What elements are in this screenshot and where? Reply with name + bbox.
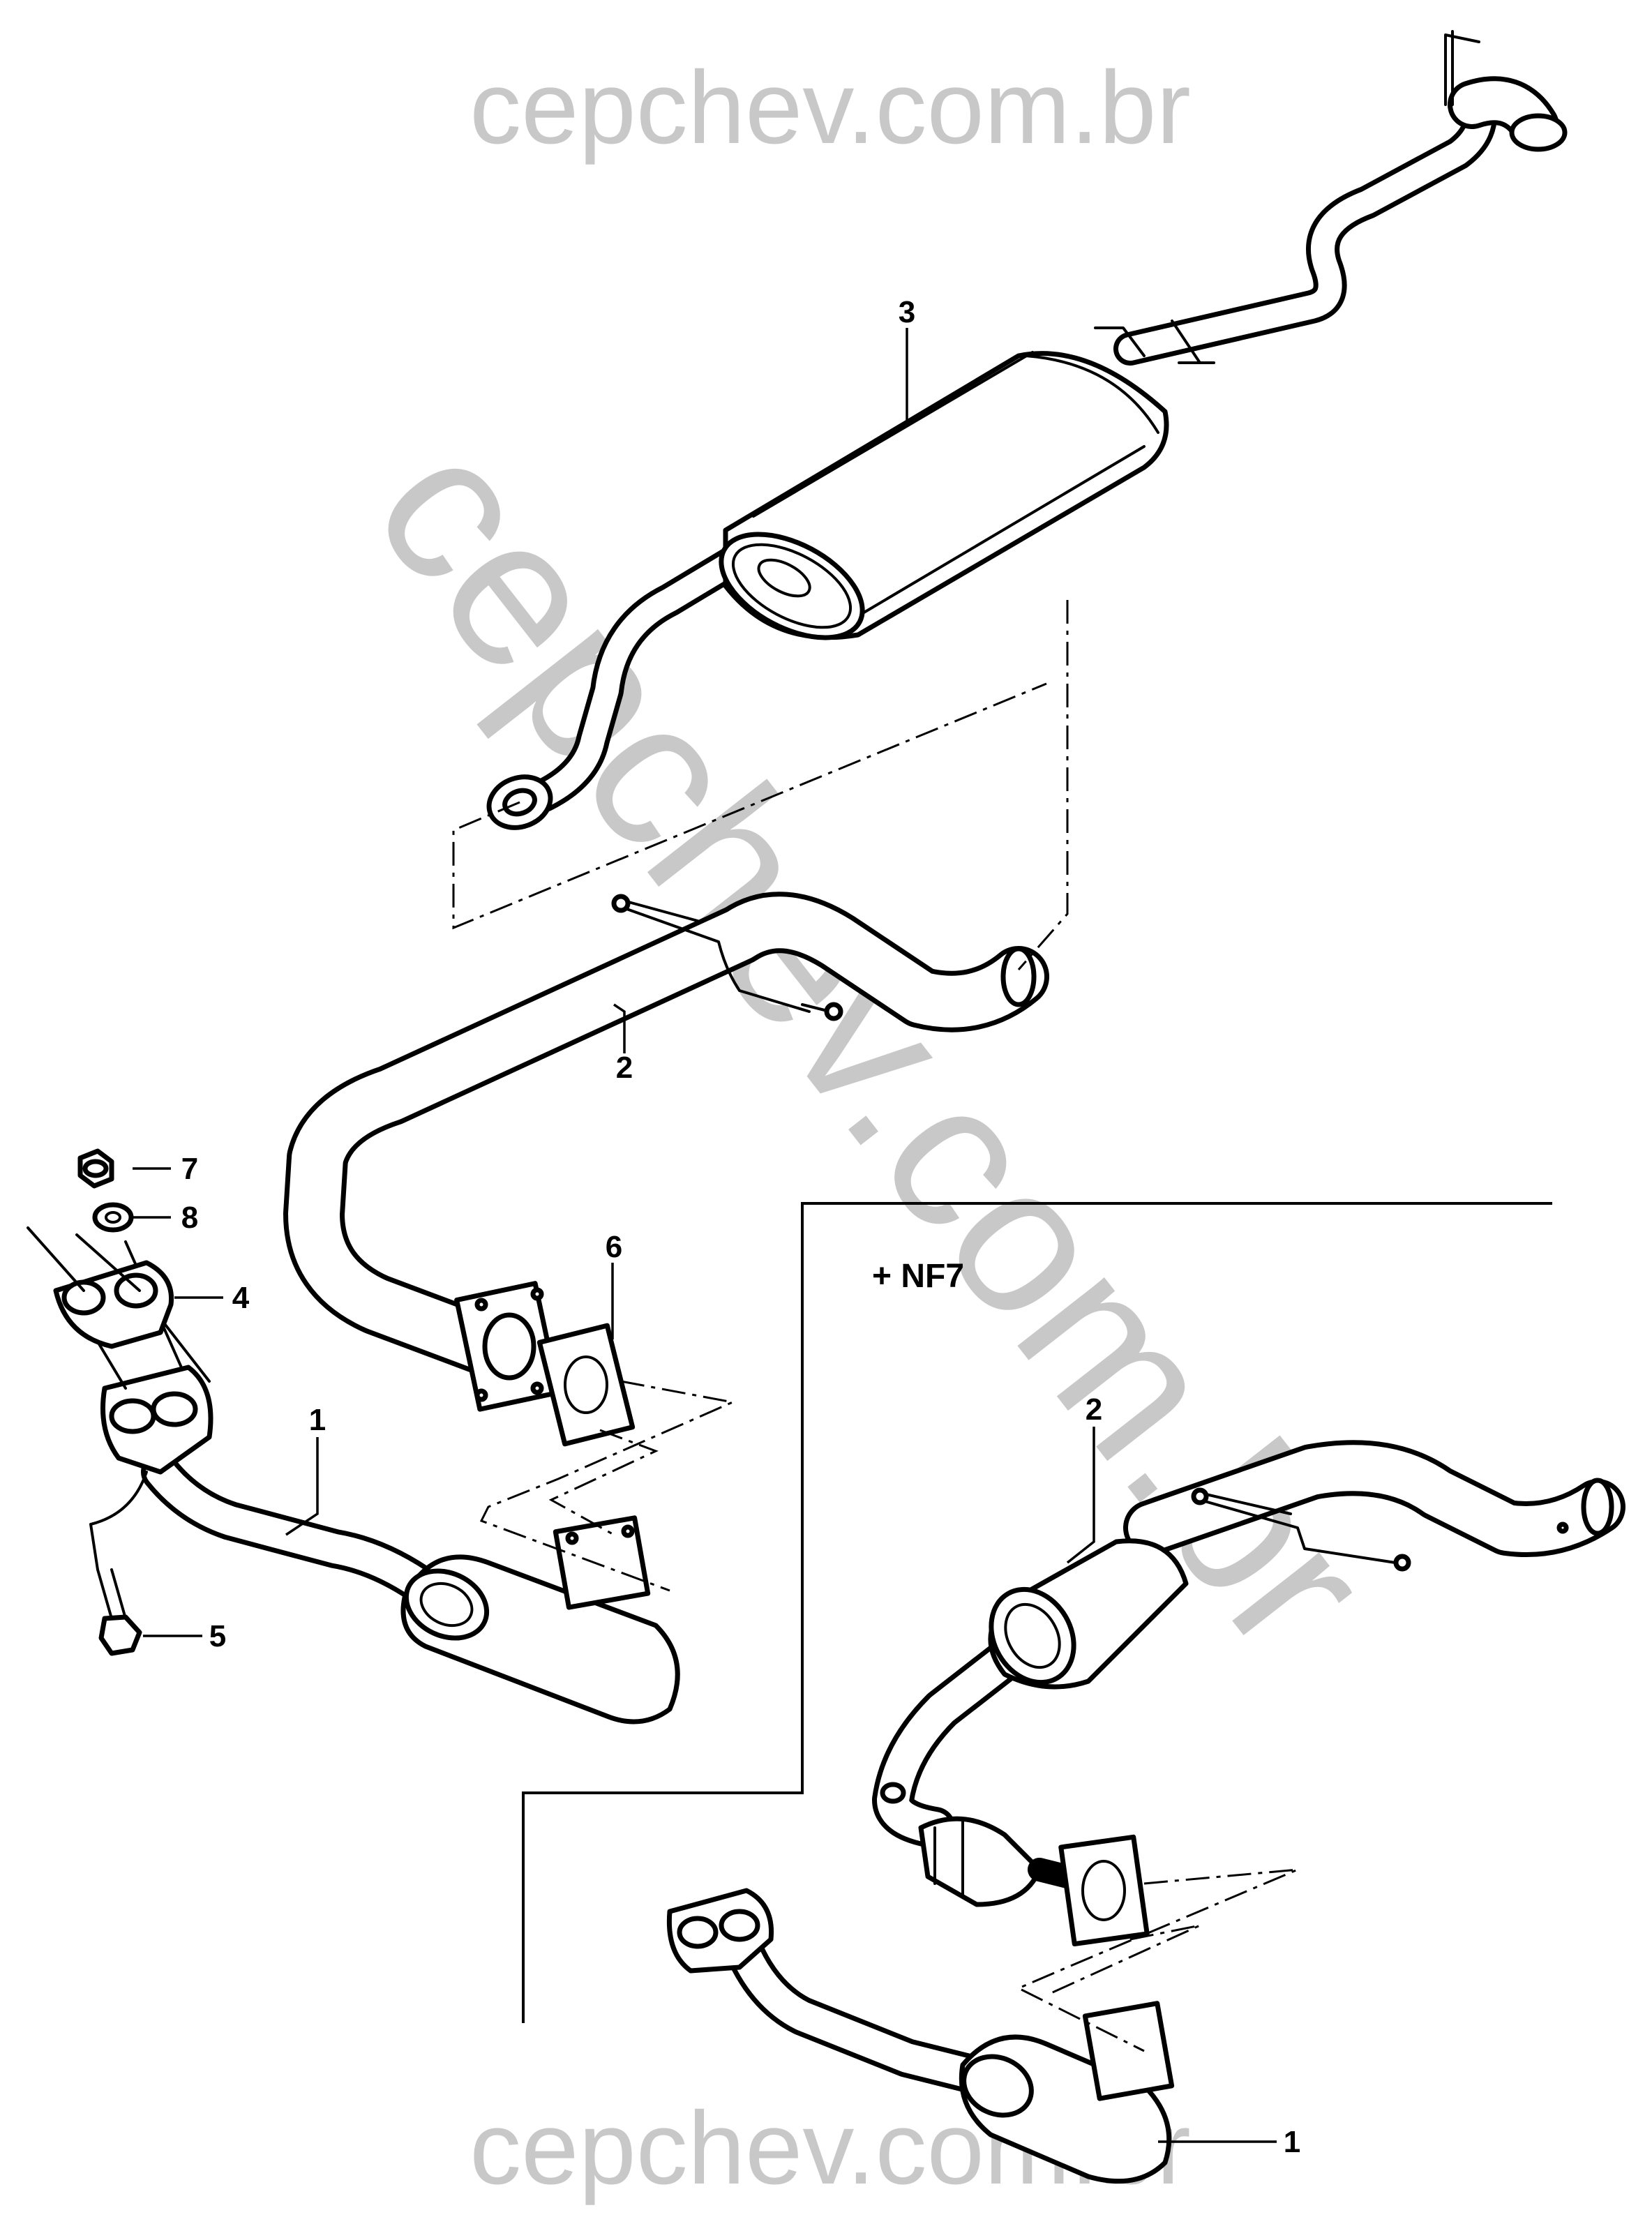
callout-leaders [133, 328, 1277, 2143]
callout-nf7-2: 2 [1086, 1392, 1102, 1427]
callout-7: 7 [181, 1152, 198, 1186]
callout-6: 6 [606, 1230, 622, 1264]
callout-4: 4 [232, 1281, 250, 1315]
callout-5: 5 [209, 1619, 226, 1653]
fasteners [77, 1148, 148, 1656]
variant-label: + NF7 [872, 1258, 964, 1295]
nf7-intermediate-pipe-assembly [872, 1440, 1625, 1947]
callout-2: 2 [616, 1051, 633, 1085]
assembly-lines-left [452, 600, 1069, 1592]
callout-8: 8 [181, 1201, 198, 1235]
nf7-frame [522, 1202, 1552, 2023]
assembly-lines-nf7 [1016, 1868, 1298, 2052]
gasket-6 [536, 1323, 636, 1447]
watermark-top: cepchev.com.br [470, 50, 1191, 165]
intermediate-pipe-assembly [283, 892, 1049, 1412]
rear-muffler-assembly [486, 30, 1568, 830]
callout-nf7-1: 1 [1284, 2125, 1300, 2159]
front-pipe-assembly [82, 1240, 680, 1725]
gasket-4 [27, 1226, 174, 1349]
nf7-front-pipe-assembly [666, 1888, 1175, 2184]
callout-1: 1 [309, 1403, 326, 1437]
callout-3: 3 [899, 295, 915, 329]
